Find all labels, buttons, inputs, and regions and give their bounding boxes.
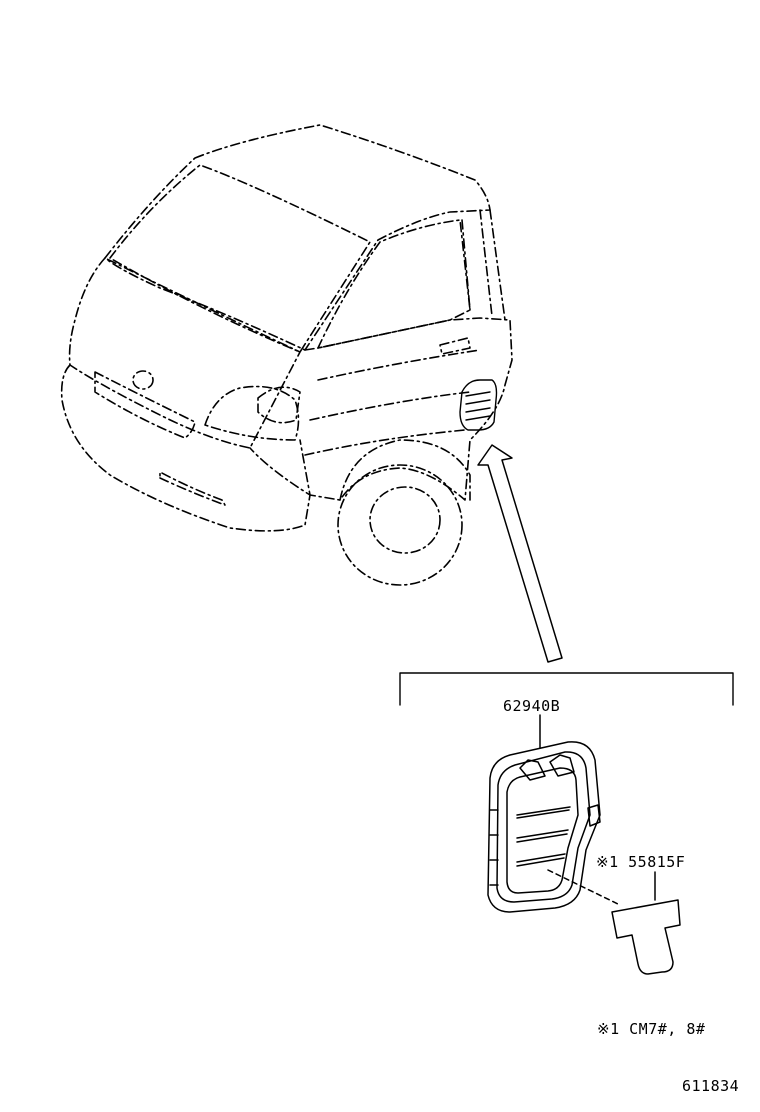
figure-number: 611834 xyxy=(682,1077,740,1095)
vent-clip-dashed-line xyxy=(547,869,621,906)
vehicle-grille xyxy=(94,371,196,439)
vehicle-wheel-hub xyxy=(369,486,441,554)
clip-part xyxy=(611,871,681,975)
vent-grille-part xyxy=(487,714,621,913)
vent-inner-frame-2 xyxy=(506,767,579,894)
vehicle-b-pillar xyxy=(461,209,506,321)
callout-bracket xyxy=(399,672,734,706)
clip-body xyxy=(611,899,681,975)
part-number-vent: 62940B xyxy=(503,697,561,715)
vehicle-badge xyxy=(132,370,154,390)
vehicle-side-window xyxy=(317,219,471,349)
vehicle-wheel xyxy=(337,464,463,586)
vent-louver-2 xyxy=(516,829,569,843)
vent-edge-ticks xyxy=(489,809,499,886)
vehicle-bumper xyxy=(60,364,311,532)
vent-inner-frame-1 xyxy=(496,751,591,903)
leader-arrow xyxy=(477,444,563,663)
vehicle-headlight xyxy=(204,385,300,441)
vent-outer-frame xyxy=(487,741,601,913)
vehicle-bumper-slot xyxy=(159,471,226,506)
vehicle-door-handle xyxy=(439,337,471,355)
vent-latch-tab-2 xyxy=(549,754,575,777)
vent-louver-1 xyxy=(516,806,571,819)
vent-side-tab xyxy=(587,804,601,827)
vehicle-windshield xyxy=(109,164,371,353)
vehicle-wheel-arch xyxy=(339,439,471,501)
vehicle-roof xyxy=(104,124,491,351)
applicability-footnote: ※1 CM7#, 8# xyxy=(597,1020,706,1038)
part-number-clip: ※1 55815F xyxy=(596,853,686,871)
vehicle-outline xyxy=(60,124,513,586)
vehicle-door-line xyxy=(304,349,481,456)
vent-louver-3 xyxy=(516,853,566,867)
vent-latch-tab-1 xyxy=(519,759,546,781)
vehicle-front xyxy=(68,257,301,449)
vehicle-vent-location xyxy=(459,379,498,431)
